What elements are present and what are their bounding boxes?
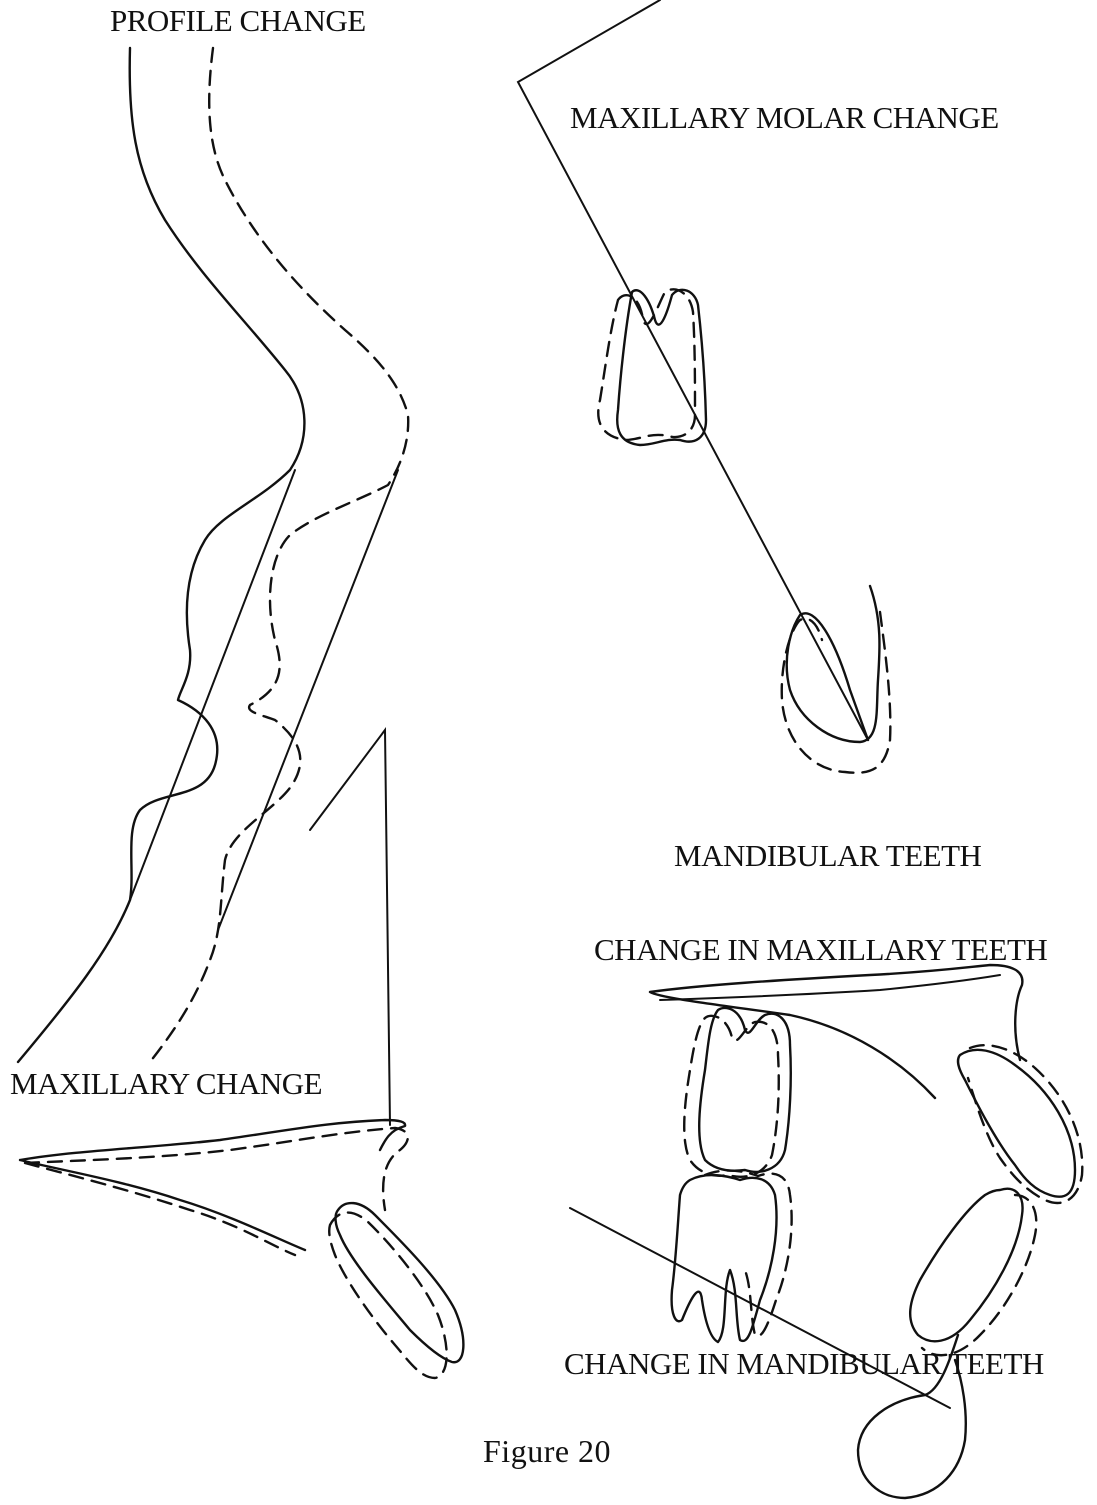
label-maxillary-molar-change: MAXILLARY MOLAR CHANGE (570, 100, 999, 136)
lower-incisor-dashed (922, 1195, 1036, 1355)
label-change-in-mandibular-teeth: CHANGE IN MANDIBULAR TEETH (564, 1346, 1044, 1382)
profile-dashed-reference-line (218, 470, 398, 930)
label-maxillary-change: MAXILLARY CHANGE (10, 1066, 322, 1102)
lower-molar-dashed (705, 1171, 792, 1336)
teeth-change-tracing (570, 965, 1082, 1498)
figure-caption: Figure 20 (483, 1433, 611, 1470)
profile-change-tracing (18, 48, 408, 1062)
label-profile-change: PROFILE CHANGE (110, 3, 366, 39)
profile-dashed-line (150, 48, 408, 1062)
lower-incisor-solid (910, 1189, 1022, 1342)
palate-dashed-outline (25, 1128, 408, 1255)
upper-molar-dashed (684, 1016, 779, 1177)
molar-area-lower-outline-dashed (782, 612, 891, 773)
maxillary-plane-solid (650, 965, 1022, 1098)
maxillary-molar-dashed (598, 289, 695, 440)
palate-solid-outline (20, 1120, 405, 1250)
lower-molar-solid (672, 1175, 777, 1342)
maxillary-change-tracing (20, 730, 463, 1378)
maxillary-plane-dashed (660, 975, 1000, 1000)
upper-incisor-solid (958, 1050, 1075, 1197)
molar-area-lower-outline-solid (787, 586, 880, 742)
label-mandibular-teeth: MANDIBULAR TEETH (674, 838, 981, 874)
maxillary-incisor-dashed (329, 1213, 446, 1378)
profile-solid-reference-line (130, 470, 295, 900)
label-change-in-maxillary-teeth: CHANGE IN MAXILLARY TEETH (594, 932, 1047, 968)
